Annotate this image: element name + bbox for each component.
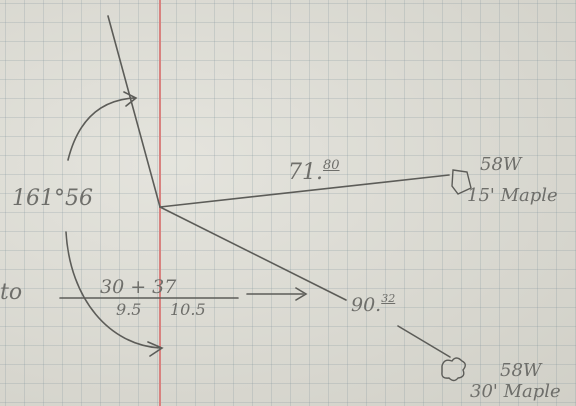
- lower-tree-symbol: [441, 357, 466, 382]
- upper-tree-desc: 15' Maple: [467, 185, 558, 206]
- angle-right-label: 71.80: [288, 159, 340, 185]
- angle-low-label: 90.32: [351, 293, 395, 316]
- lower-curved-arrow: [65, 231, 164, 357]
- distance-bottom-right: 10.5: [170, 300, 206, 319]
- right-arrow: [246, 287, 308, 301]
- line-to-upper-tree: [159, 174, 450, 208]
- angle-low-degrees: 90.: [351, 294, 382, 316]
- angle-right-degrees: 71.: [288, 160, 323, 185]
- distance-top-label: 30 + 37: [100, 276, 177, 298]
- line-north: [107, 15, 161, 208]
- line-to-lower-tree: [159, 206, 347, 301]
- lower-tree-id: 58W: [500, 360, 542, 381]
- angle-left-label: 161°56: [12, 186, 93, 211]
- distance-bottom-left: 9.5: [116, 300, 142, 319]
- angle-right-minutes: 80: [323, 158, 340, 173]
- line-to-lower-tree-continued: [397, 325, 451, 358]
- angle-low-minutes: 32: [381, 292, 396, 305]
- lower-tree-desc: 30' Maple: [470, 381, 561, 402]
- left-edge-text: to: [0, 280, 23, 305]
- upper-curved-arrow: [67, 91, 138, 161]
- upper-tree-symbol: [451, 169, 472, 195]
- upper-tree-id: 58W: [480, 154, 522, 175]
